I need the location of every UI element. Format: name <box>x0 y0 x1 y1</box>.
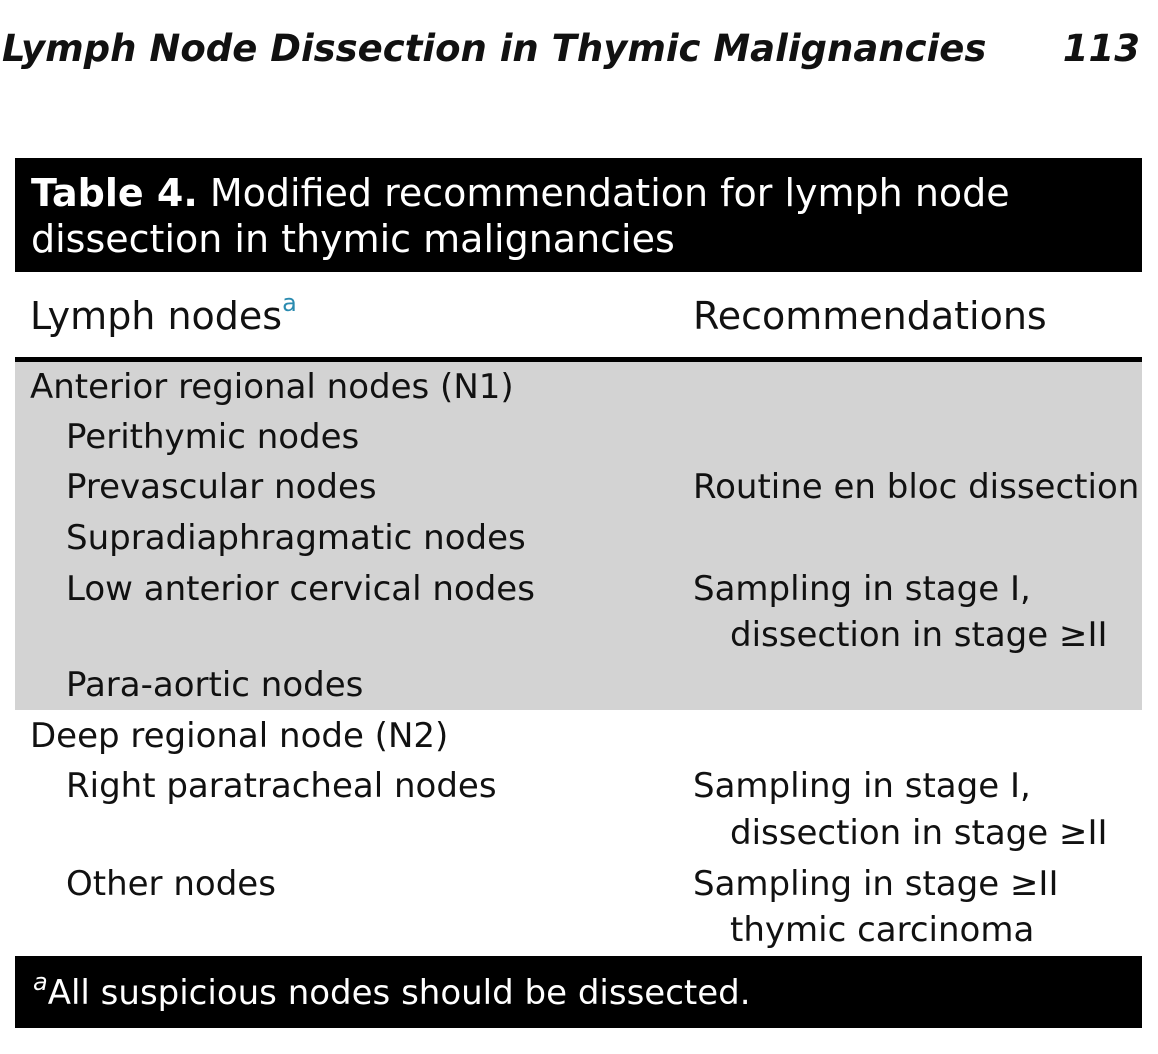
footnote-ref: a <box>282 289 297 317</box>
group-shading-n1 <box>15 362 1142 710</box>
recommendation-cell: Routine en bloc dissection <box>693 467 1140 507</box>
group-title-n1: Anterior regional nodes (N1) <box>30 367 514 407</box>
node-cell: Perithymic nodes <box>66 417 360 457</box>
table-footnote: aAll suspicious nodes should be dissecte… <box>15 956 1142 1028</box>
column-header-lymph-nodes: Lymph nodesa <box>30 290 297 342</box>
recommendation-cell: Sampling in stage I, <box>693 766 1031 806</box>
page-number: 113 <box>1062 27 1140 70</box>
recommendation-cell: Sampling in stage ≥II <box>693 864 1059 904</box>
column-header-recommendations: Recommendations <box>693 294 1047 338</box>
recommendation-cell-continued: dissection in stage ≥II <box>730 615 1108 655</box>
footnote-text: All suspicious nodes should be dissected… <box>47 973 751 1013</box>
table-caption-line-1: Table 4. Modified recommendation for lym… <box>31 170 1126 216</box>
footnote-mark: a <box>33 968 48 996</box>
node-cell: Supradiaphragmatic nodes <box>66 518 526 558</box>
column-header-label: Lymph nodes <box>30 294 283 338</box>
table-label: Table 4. <box>31 171 198 215</box>
recommendation-cell: Sampling in stage I, <box>693 569 1031 609</box>
node-cell: Prevascular nodes <box>66 467 377 507</box>
table-caption-line-2: dissection in thymic malignancies <box>31 217 675 261</box>
recommendation-cell-continued: dissection in stage ≥II <box>730 813 1108 853</box>
table-caption-text: Modified recommendation for lymph node <box>197 171 1010 215</box>
node-cell: Para-aortic nodes <box>66 665 364 705</box>
group-title-n2: Deep regional node (N2) <box>30 716 449 756</box>
header-rule <box>15 357 1142 362</box>
node-cell: Right paratracheal nodes <box>66 766 497 806</box>
table-caption: Table 4. Modified recommendation for lym… <box>15 158 1142 272</box>
recommendation-cell-continued: thymic carcinoma <box>730 910 1035 950</box>
running-head: Lymph Node Dissection in Thymic Malignan… <box>2 24 1140 74</box>
node-cell: Low anterior cervical nodes <box>66 569 535 609</box>
node-cell: Other nodes <box>66 864 276 904</box>
running-head-title: Lymph Node Dissection in Thymic Malignan… <box>2 27 987 70</box>
